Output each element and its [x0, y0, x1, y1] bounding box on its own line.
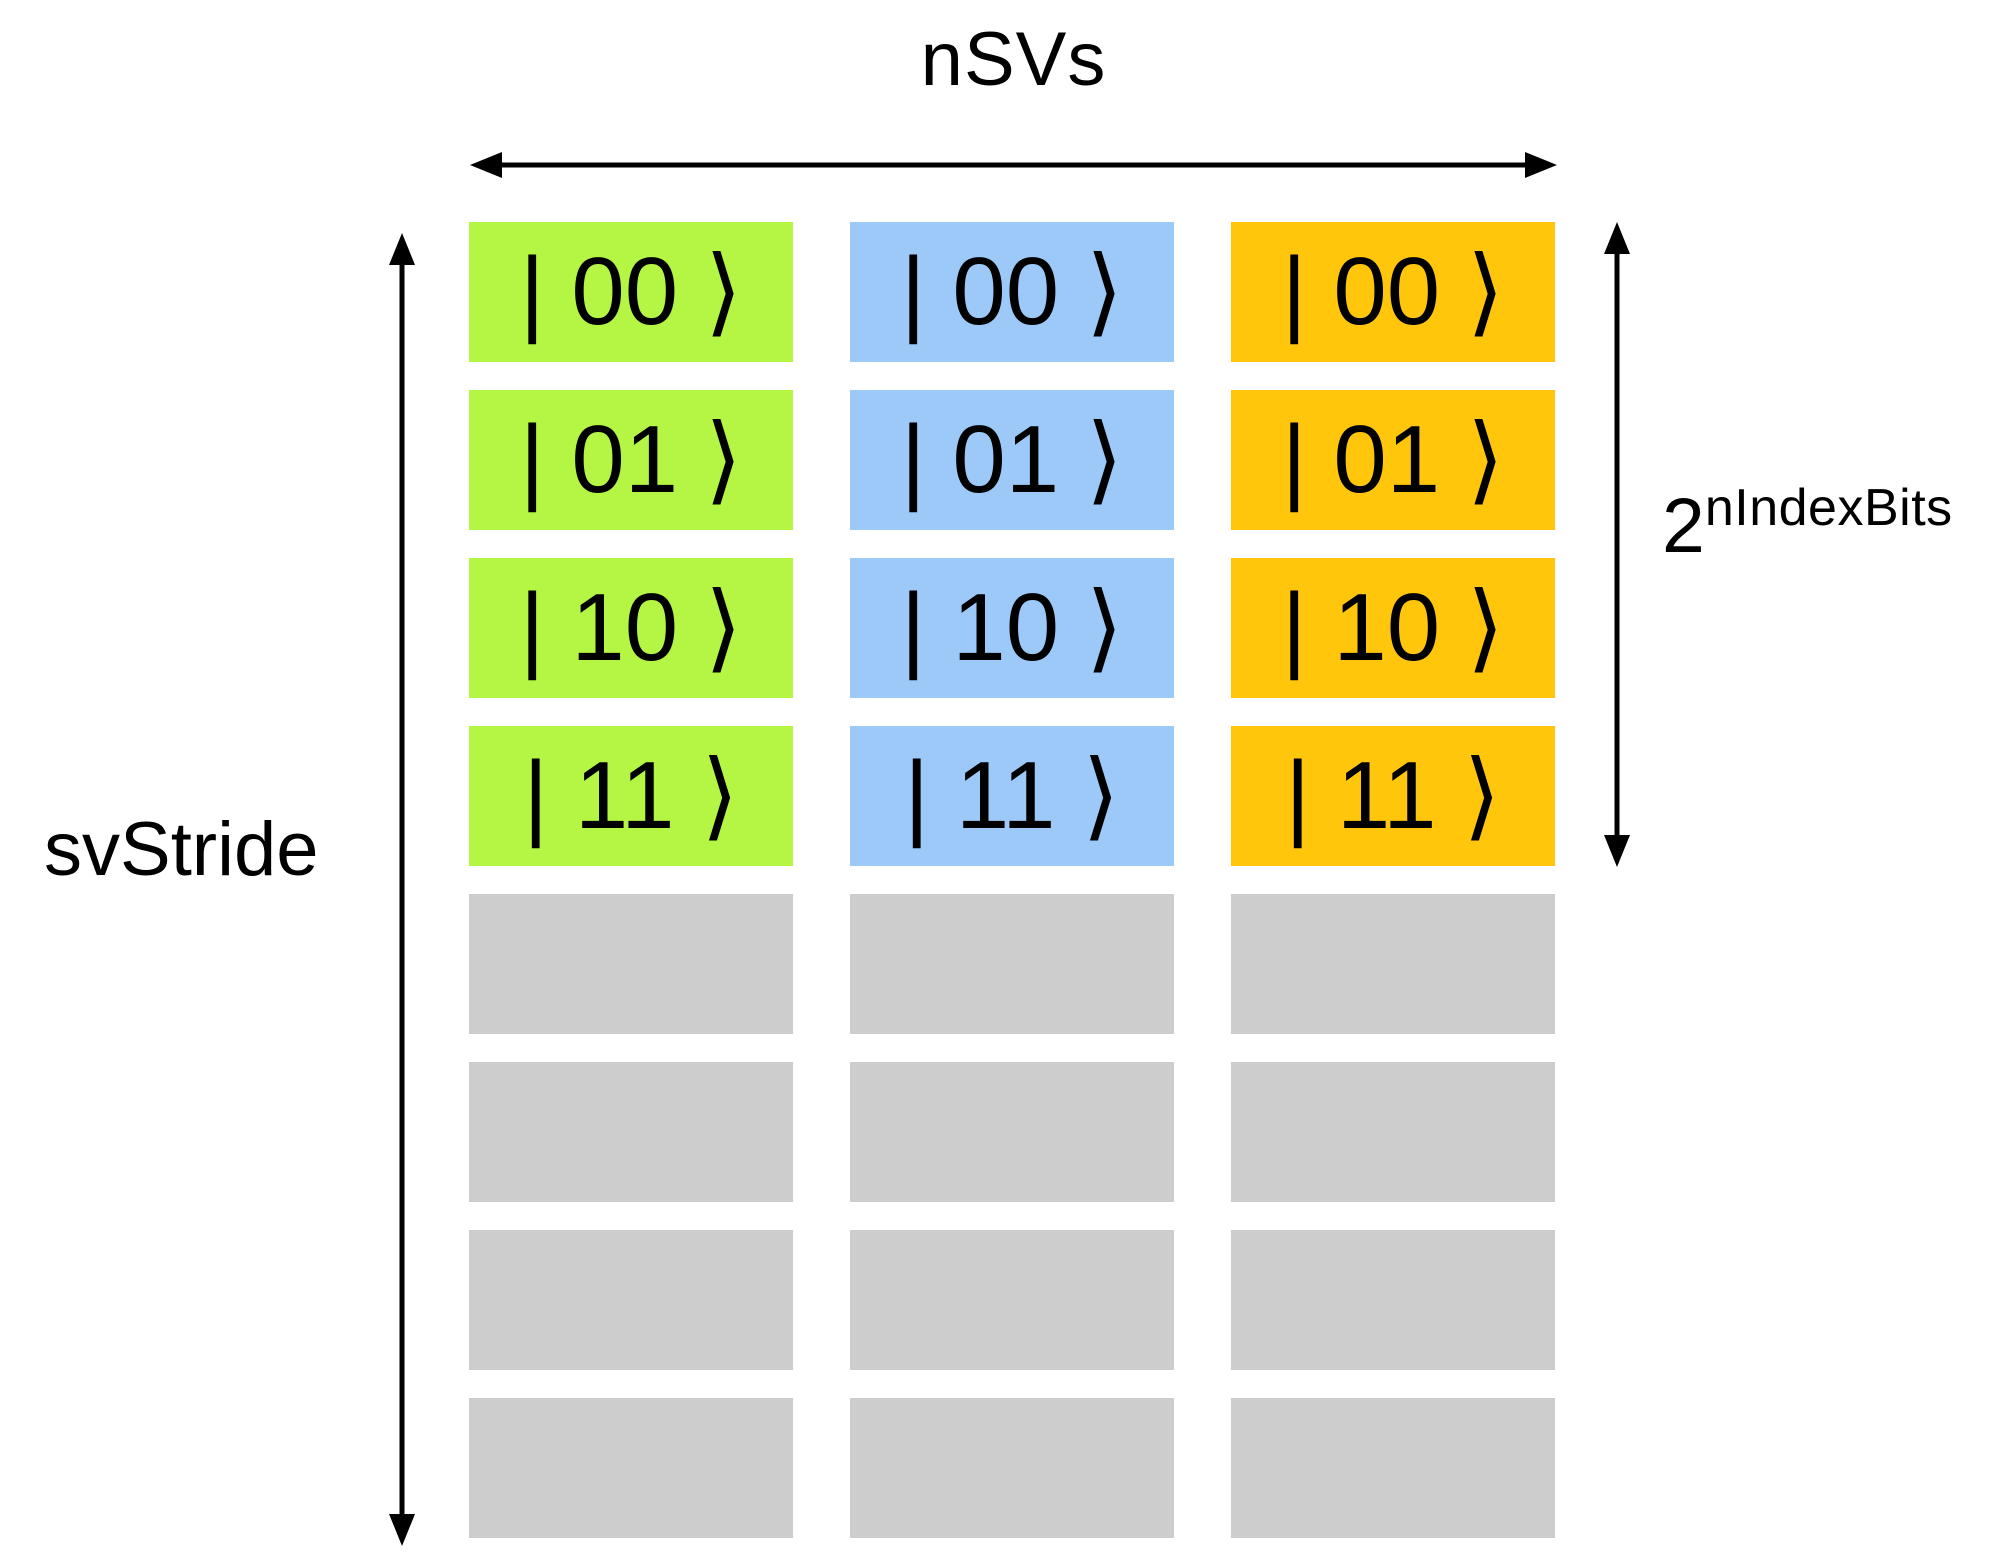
state-cell: | 11 ⟩ — [469, 726, 793, 866]
empty-cell — [469, 1062, 793, 1202]
empty-cell — [469, 894, 793, 1034]
state-cell: | 11 ⟩ — [1231, 726, 1555, 866]
state-vector-0: | 00 ⟩ | 01 ⟩ | 10 ⟩ | 11 ⟩ — [469, 222, 793, 1538]
empty-cell — [1231, 1062, 1555, 1202]
state-vector-grid: | 00 ⟩ | 01 ⟩ | 10 ⟩ | 11 ⟩ | 00 ⟩ | 01 ⟩ | 10… — [469, 222, 1555, 1538]
state-cell: | 10 ⟩ — [850, 558, 1174, 698]
state-cell: | 11 ⟩ — [850, 726, 1174, 866]
empty-cell — [850, 1062, 1174, 1202]
empty-cell — [850, 1230, 1174, 1370]
empty-cell — [469, 1398, 793, 1538]
state-vector-1: | 00 ⟩ | 01 ⟩ | 10 ⟩ | 11 ⟩ — [850, 222, 1174, 1538]
empty-cell — [1231, 1398, 1555, 1538]
nsvs-extent-arrow-icon — [470, 152, 1557, 178]
empty-cell — [469, 1230, 793, 1370]
empty-cell — [1231, 1230, 1555, 1370]
nindexbits-label: 2nIndexBits — [1662, 482, 1953, 565]
state-vector-2: | 00 ⟩ | 01 ⟩ | 10 ⟩ | 11 ⟩ — [1231, 222, 1555, 1538]
svstride-label: svStride — [44, 807, 319, 892]
nindexbits-exponent: nIndexBits — [1704, 479, 1953, 537]
nindexbits-base: 2 — [1662, 483, 1705, 569]
state-cell: | 00 ⟩ — [850, 222, 1174, 362]
empty-cell — [850, 1398, 1174, 1538]
state-cell: | 10 ⟩ — [469, 558, 793, 698]
state-cell: | 01 ⟩ — [469, 390, 793, 530]
state-cell: | 00 ⟩ — [1231, 222, 1555, 362]
state-cell: | 00 ⟩ — [469, 222, 793, 362]
state-cell: | 10 ⟩ — [1231, 558, 1555, 698]
nindexbits-extent-arrow-icon — [1604, 222, 1630, 867]
empty-cell — [850, 894, 1174, 1034]
nsvs-label: nSVs — [920, 17, 1107, 102]
empty-cell — [1231, 894, 1555, 1034]
state-cell: | 01 ⟩ — [850, 390, 1174, 530]
svstride-extent-arrow-icon — [389, 233, 415, 1546]
state-cell: | 01 ⟩ — [1231, 390, 1555, 530]
